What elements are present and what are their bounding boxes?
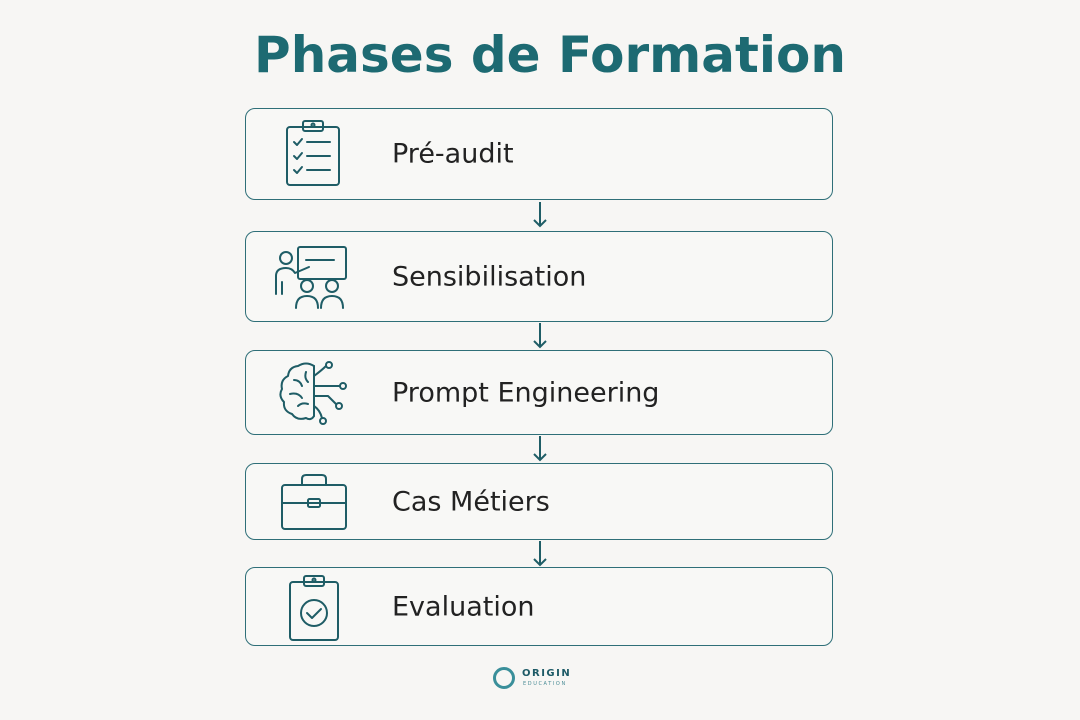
phase-label: Pré-audit <box>392 138 514 170</box>
logo-ring-icon <box>493 667 515 689</box>
logo-brand: ORIGIN <box>522 668 572 679</box>
phase-step-prompt-engineering: Prompt Engineering <box>245 350 833 435</box>
arrow-down-icon <box>533 541 547 567</box>
phase-label: Evaluation <box>392 591 535 622</box>
phase-label: Sensibilisation <box>392 261 587 292</box>
phase-label: Prompt Engineering <box>392 377 660 408</box>
phase-step-sensibilisation: Sensibilisation <box>245 231 833 322</box>
logo-subtitle: EDUCATION <box>523 681 567 687</box>
briefcase-icon <box>270 467 354 537</box>
phase-step-evaluation: Evaluation <box>245 567 833 646</box>
phase-step-cas-metiers: Cas Métiers <box>245 463 833 540</box>
phase-step-pre-audit: Pré-audit <box>245 108 833 200</box>
phase-label: Cas Métiers <box>392 486 550 517</box>
origin-education-logo: ORIGIN EDUCATION <box>492 665 592 691</box>
arrow-down-icon <box>533 323 547 349</box>
arrow-down-icon <box>533 436 547 462</box>
presentation-audience-icon <box>270 242 354 312</box>
checklist-clipboard-icon <box>270 119 354 189</box>
page-title: Phases de Formation <box>254 26 846 84</box>
brain-circuit-icon <box>270 358 354 428</box>
arrow-down-icon <box>533 202 547 228</box>
clipboard-check-icon <box>270 572 354 642</box>
